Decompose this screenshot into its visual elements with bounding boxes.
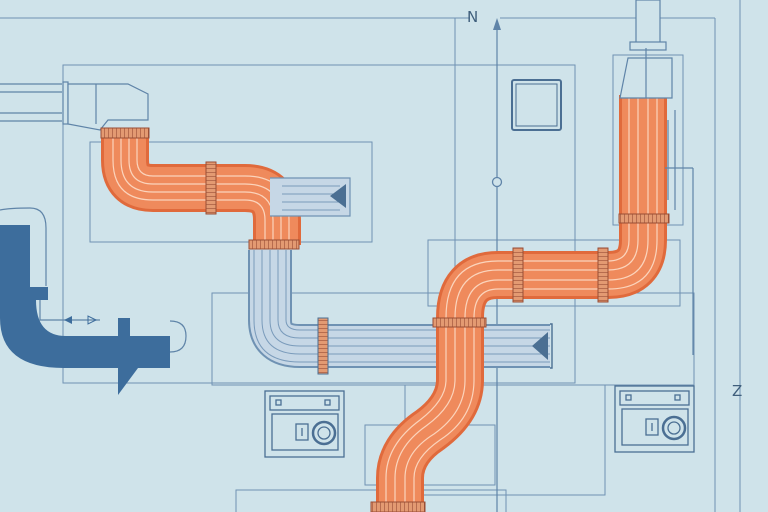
compass-north-label: N — [467, 8, 479, 26]
top-left-duct — [0, 81, 149, 131]
dial-icon — [661, 415, 687, 441]
switch-icon — [295, 423, 309, 441]
hot-pipe-left — [101, 128, 301, 245]
control-panel-icon — [614, 385, 695, 453]
switch-icon — [645, 418, 659, 436]
solid-duct — [0, 207, 187, 395]
side-axis-label: Z — [732, 382, 743, 400]
top-right-connector — [619, 0, 694, 355]
cold-pipe — [248, 177, 553, 369]
hot-pipe-right — [376, 95, 667, 512]
pipe-clamps — [100, 127, 670, 512]
control-panel-icon — [264, 390, 345, 458]
dial-icon — [311, 420, 337, 446]
equipment-box-icon — [511, 79, 562, 131]
